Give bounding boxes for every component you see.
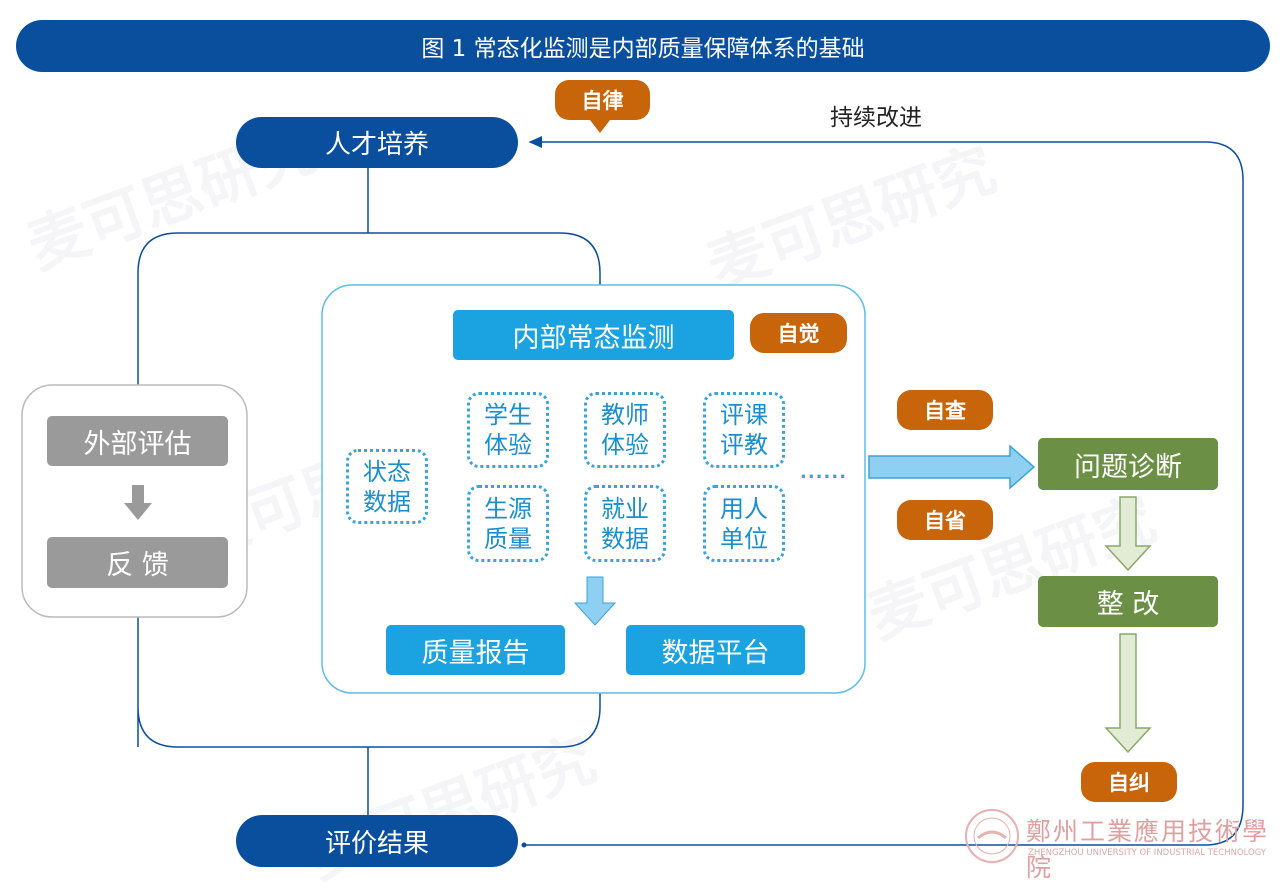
evaluation-result-node: 评价结果 — [236, 815, 518, 867]
data-item: 就业 数据 — [584, 485, 666, 562]
down-arrow-icon — [1104, 633, 1152, 754]
badge-self-discipline: 自律 — [555, 80, 650, 120]
badge-self-correct: 自纠 — [1081, 762, 1177, 802]
badge-self-reflect: 自省 — [897, 500, 993, 540]
rectification-node: 整 改 — [1038, 576, 1218, 627]
data-item: 教师 体验 — [584, 392, 666, 468]
quality-report-node: 质量报告 — [386, 625, 565, 675]
talent-cultivation-node: 人才培养 — [236, 117, 518, 168]
logo-chinese-name: 鄭州工業應用技術學院 — [1026, 817, 1270, 882]
right-arrow-icon — [868, 444, 1036, 490]
status-data-item: 状态 数据 — [346, 449, 428, 524]
logo-english-name: ZHENGZHOU UNIVERSITY OF INDUSTRIAL TECHN… — [1028, 848, 1267, 858]
data-item: 生源 质量 — [467, 485, 549, 562]
down-arrow-icon — [1104, 496, 1152, 572]
outer-frame — [137, 232, 601, 748]
data-item: 评课 评教 — [703, 392, 785, 468]
figure-title: 图 1 常态化监测是内部质量保障体系的基础 — [16, 20, 1270, 72]
problem-diagnosis-node: 问题诊断 — [1038, 438, 1218, 490]
university-seal-icon — [965, 809, 1019, 863]
down-arrow-icon — [124, 485, 152, 520]
feedback-node: 反 馈 — [47, 537, 228, 588]
badge-self-awareness: 自觉 — [750, 313, 847, 353]
internal-monitoring-node: 内部常态监测 — [453, 310, 734, 360]
data-platform-node: 数据平台 — [626, 625, 805, 675]
ellipsis: ...... — [800, 462, 848, 483]
loop-label: 持续改进 — [830, 105, 922, 131]
down-arrow-icon — [573, 576, 617, 626]
data-item: 用人 单位 — [703, 485, 785, 562]
improvement-loop-line — [524, 136, 1244, 846]
data-item: 学生 体验 — [467, 392, 549, 468]
external-evaluation-node: 外部评估 — [47, 416, 228, 466]
badge-self-check: 自查 — [897, 390, 993, 430]
